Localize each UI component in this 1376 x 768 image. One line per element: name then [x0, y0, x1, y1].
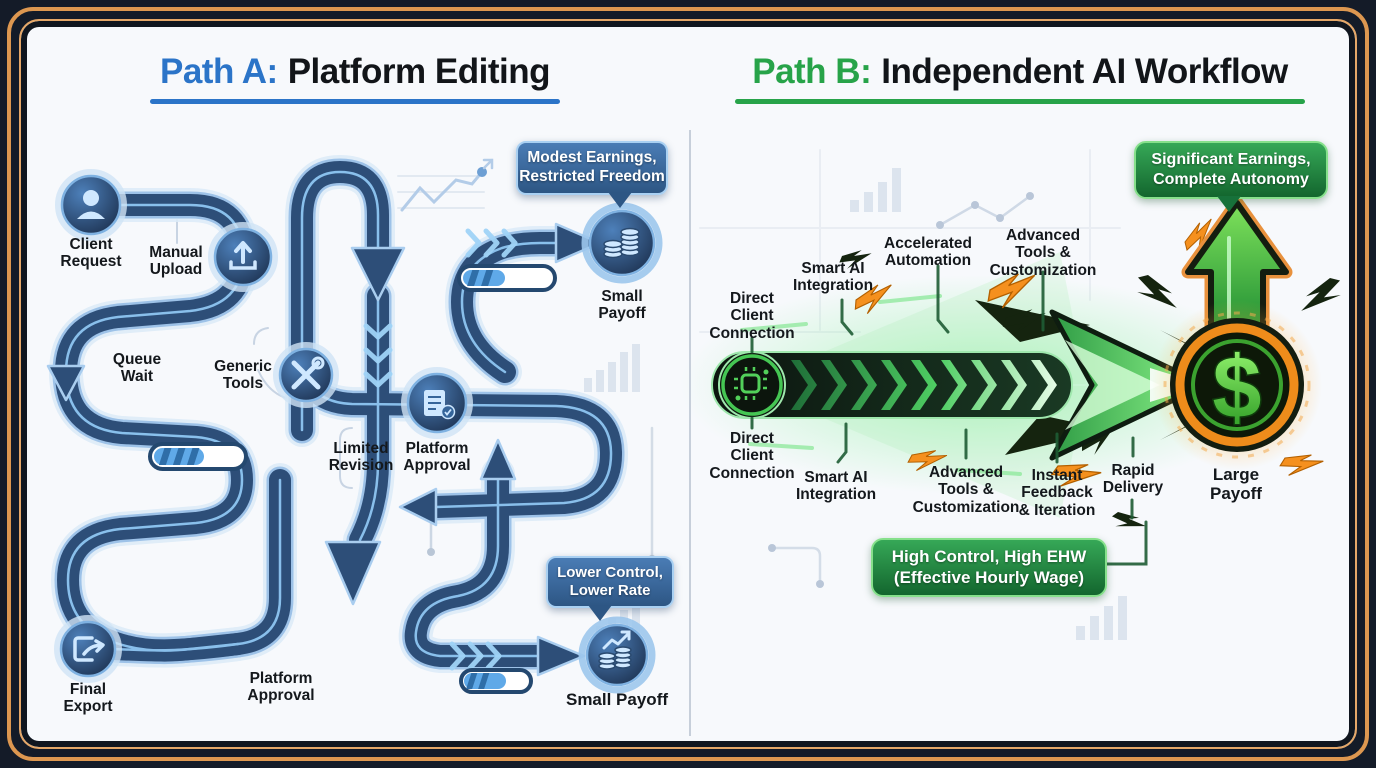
badge-tail: [1217, 196, 1241, 212]
person-icon: [55, 169, 127, 241]
progress-bar: [457, 264, 557, 292]
badge-lower-control: Lower Control, Lower Rate: [546, 556, 674, 608]
arrow-down-icon: [350, 246, 406, 302]
checklist-icon: [401, 367, 473, 439]
path-a-title: Path A:Platform Editing: [150, 52, 560, 92]
road-chevrons: [363, 228, 518, 671]
panel-divider: [689, 130, 691, 736]
label-platform-approval-mid: Platform Approval: [403, 440, 471, 475]
arrow-up-icon: [479, 438, 517, 481]
label-generic-tools: Generic Tools: [214, 358, 272, 393]
path-a-title-underline: [150, 99, 560, 104]
label-queue-wait: Queue Wait: [112, 351, 162, 386]
path-a-winding-road: [46, 172, 611, 677]
label-advanced-tools-top: Advanced Tools & Customization: [989, 227, 1097, 279]
label-limited-revision: Limited Revision: [328, 440, 394, 475]
label-small-payoff-top: Small Payoff: [598, 288, 646, 323]
badge-significant-earnings: Significant Earnings, Complete Autonomy: [1134, 141, 1328, 199]
dollar-icon: $: [1152, 300, 1322, 470]
grid-lines-decoration: [699, 149, 1121, 333]
export-icon: [54, 615, 122, 683]
progress-bar: [459, 668, 533, 694]
arrow-left-icon: [398, 487, 438, 527]
path-b-title-underline: [735, 99, 1305, 104]
arrow-right-icon: [536, 635, 586, 677]
label-manual-upload: Manual Upload: [149, 244, 203, 279]
ai-brain-icon: [718, 351, 786, 419]
road-arrowheads: [46, 222, 602, 677]
badge-tail: [588, 605, 612, 621]
path-b-arrow-group: $: [680, 176, 1347, 566]
lightning-bolt-icon: [1108, 503, 1148, 542]
tools-icon: [273, 342, 339, 408]
outer-frame: [7, 7, 1369, 761]
arrow-chevrons: [791, 360, 1057, 410]
lightning-bolt-icon: [1299, 269, 1347, 324]
path-b-title-rest: Independent AI Workflow: [881, 52, 1288, 91]
label-smart-ai-bottom: Smart AI Integration: [795, 469, 877, 504]
path-a-nodes: [54, 169, 663, 694]
coins-icon: [581, 202, 663, 284]
label-client-request: Client Request: [60, 236, 122, 271]
path-b-title: Path B:Independent AI Workflow: [735, 52, 1305, 92]
label-smart-ai-top: Smart AI Integration: [792, 260, 874, 295]
path-a-title-rest: Platform Editing: [287, 52, 551, 91]
badge-modest-earnings: Modest Earnings, Restricted Freedom: [516, 141, 668, 195]
label-final-export: Final Export: [63, 681, 113, 716]
label-large-payoff: Large Payoff: [1210, 465, 1262, 504]
path-a-title-prefix: Path A:: [160, 52, 278, 91]
badge-tail: [608, 192, 632, 208]
label-small-payoff-bottom: Small Payoff: [565, 690, 669, 709]
arrow-down-icon: [324, 540, 382, 606]
path-b-title-prefix: Path B:: [752, 52, 872, 91]
coins-chart-icon: [578, 616, 656, 694]
label-connectors: [750, 264, 1148, 566]
upload-icon: [208, 222, 278, 292]
badge-high-control: High Control, High EHW (Effective Hourly…: [871, 538, 1107, 597]
dotted-elbow-decoration-right: [768, 544, 824, 588]
progress-bars: [148, 264, 557, 694]
label-direct-client-bottom: Direct Client Connection: [709, 430, 795, 482]
label-direct-client-top: Direct Client Connection: [709, 290, 795, 342]
label-accelerated-automation: Accelerated Automation: [884, 235, 972, 270]
dollar-symbol: $: [1213, 338, 1262, 437]
bar-chart-decoration: [584, 168, 1127, 640]
label-advanced-tools-bottom: Advanced Tools & Customization: [912, 464, 1020, 516]
label-instant-feedback: Instant Feedback & Iteration: [1018, 467, 1096, 519]
label-rapid-delivery: Rapid Delivery: [1102, 462, 1164, 497]
line-chart-decoration: [397, 158, 494, 212]
progress-bar: [148, 442, 248, 471]
label-platform-approval-bottom: Platform Approval: [247, 670, 315, 705]
arrow-right-icon: [554, 222, 602, 264]
arrow-down-icon: [46, 364, 86, 402]
